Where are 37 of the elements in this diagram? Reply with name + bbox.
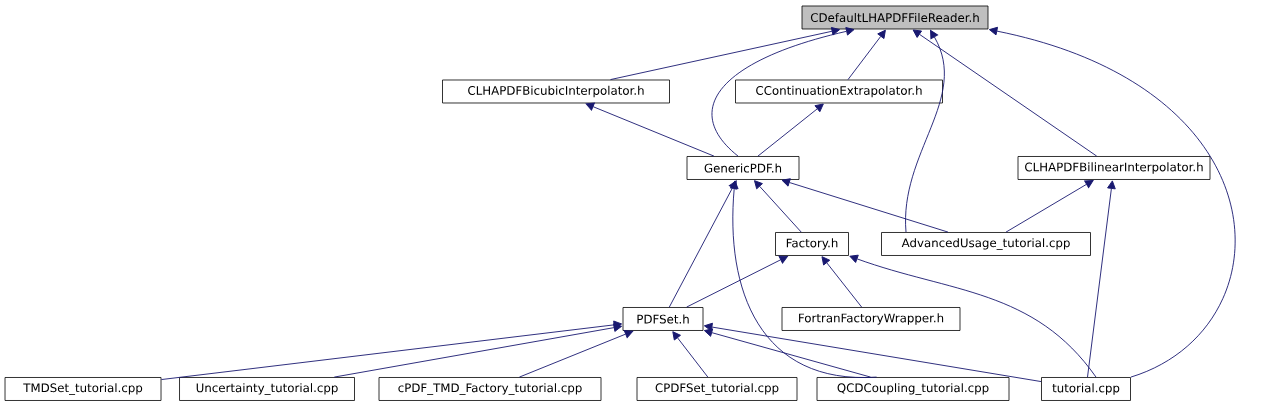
- arrow: [703, 328, 871, 378]
- arrow: [686, 255, 788, 308]
- arrow: [160, 320, 623, 380]
- arrow: [1005, 179, 1094, 233]
- arrow: [912, 29, 1098, 157]
- file-box: CLHAPDFBilinearInterpolator.h: [1017, 156, 1211, 180]
- arrow: [585, 102, 715, 157]
- arrow: [711, 27, 855, 157]
- arrow: [781, 178, 949, 233]
- file-box: CLHAPDFBicubicInterpolator.h: [442, 79, 670, 104]
- file-box: tutorial.cpp: [1041, 377, 1131, 401]
- arrow: [905, 29, 945, 233]
- arrow: [610, 27, 840, 81]
- arrow: [703, 322, 1042, 382]
- file-box: CPDFSet_tutorial.cpp: [636, 377, 798, 401]
- file-box: AdvancedUsage_tutorial.cpp: [881, 232, 1091, 256]
- arrow: [757, 103, 824, 157]
- file-box: cPDF_TMD_Factory_tutorial.cpp: [378, 377, 602, 401]
- arrow: [333, 323, 623, 378]
- file-box: CDefaultLHAPDFFileReader.h: [801, 5, 989, 30]
- arrow: [1087, 180, 1116, 378]
- arrow: [849, 254, 1097, 378]
- arrow: [518, 330, 634, 378]
- arrow: [847, 29, 886, 81]
- arrow: [754, 180, 802, 233]
- file-box: CContinuationExtrapolator.h: [735, 79, 943, 104]
- file-box: Uncertainty_tutorial.cpp: [179, 377, 355, 401]
- file-box: Factory.h: [775, 232, 849, 256]
- file-box: QCDCoupling_tutorial.cpp: [816, 377, 1010, 401]
- arrow: [988, 26, 1236, 378]
- arrow: [821, 256, 863, 308]
- file-box: TMDSet_tutorial.cpp: [4, 377, 162, 401]
- arrow: [729, 180, 878, 378]
- file-box: PDFSet.h: [622, 307, 704, 331]
- file-box: FortranFactoryWrapper.h: [781, 307, 961, 331]
- arrow: [672, 331, 709, 378]
- file-box: GenericPDF.h: [686, 156, 800, 180]
